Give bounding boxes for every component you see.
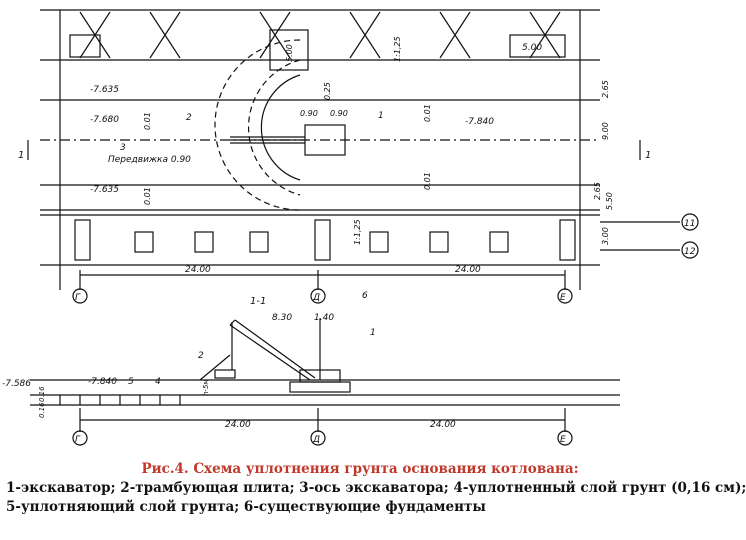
dim-label: 0.16	[38, 402, 46, 418]
right-dim-label: 2.65	[601, 80, 610, 98]
level-label: -7.586	[2, 379, 31, 389]
row-axis-label: 12	[684, 247, 696, 257]
axis-label: Е	[560, 435, 566, 445]
level-label: -7.840	[88, 377, 117, 387]
box-dim-label: 5.00	[285, 44, 294, 62]
level-label: -7.635	[90, 185, 119, 195]
callout-label: 1	[370, 328, 376, 338]
dim-label: 0.90	[330, 109, 348, 118]
dim-label: 0.01	[143, 187, 152, 205]
row-axis-label: 11	[684, 219, 695, 229]
dim-label: 0.01	[423, 172, 432, 190]
callout-label: 2	[186, 113, 192, 123]
caption-title: Рис.4. Схема уплотнения грунта основания…	[141, 461, 579, 477]
axis-label: Г	[75, 293, 81, 303]
section-title: 1-1	[250, 296, 266, 307]
box-dim-label: 5.00	[522, 43, 542, 53]
callout-label: 4	[155, 377, 161, 387]
right-dim-label: 9.00	[601, 122, 610, 140]
callout-label: 2	[198, 351, 204, 361]
level-label: -7.635	[90, 85, 119, 95]
right-dim-label: 2.65	[593, 182, 602, 200]
section-mark: 1	[645, 150, 651, 161]
dim-label: 0.90	[300, 109, 318, 118]
axis-label: Д	[312, 293, 320, 303]
caption-line: 5-уплотняющий слой грунта; 6-существующи…	[6, 499, 486, 515]
callout-label: 1	[378, 111, 384, 121]
dim-label: 0.01	[143, 112, 152, 130]
dim-label: 0.01	[423, 104, 432, 122]
slope-label: h-5м	[202, 379, 210, 396]
axis-label: Г	[75, 435, 81, 445]
dim-label: 0.16	[38, 386, 46, 402]
axis-label: Д	[312, 435, 320, 445]
callout-label: 6	[362, 291, 368, 301]
axis-label: Е	[560, 293, 566, 303]
section-mark: 1	[18, 150, 24, 161]
excavation-compaction-drawing: -7.635 -7.680 -7.840 -7.635 5.00 1:1,25 …	[2, 9, 699, 446]
bottom-dim-label: 24.00	[455, 265, 481, 275]
caption-line: 1-экскаватор; 2-трамбующая плита; 3-ось …	[6, 480, 746, 496]
callout-label: 3	[120, 143, 126, 153]
slope-label: 1:1,25	[393, 36, 402, 62]
bottom-dim-label: 24.00	[430, 420, 456, 430]
right-dim-label: 3.00	[601, 227, 610, 245]
dim-label: 1.40	[314, 313, 334, 323]
level-label: -7.680	[90, 115, 119, 125]
bottom-dim-label: 24.00	[185, 265, 211, 275]
right-dim-label: 5.50	[605, 192, 614, 210]
bottom-dim-label: 24.00	[225, 420, 251, 430]
shift-label: Передвижка 0.90	[108, 155, 191, 165]
level-label: -7.840	[465, 117, 494, 127]
dim-label: 0.25	[323, 82, 332, 100]
callout-label: 5	[128, 377, 134, 387]
figure-caption: Рис.4. Схема уплотнения грунта основания…	[0, 460, 746, 517]
dim-label: 8.30	[272, 313, 292, 323]
slope-label: 1:1,25	[353, 219, 362, 245]
